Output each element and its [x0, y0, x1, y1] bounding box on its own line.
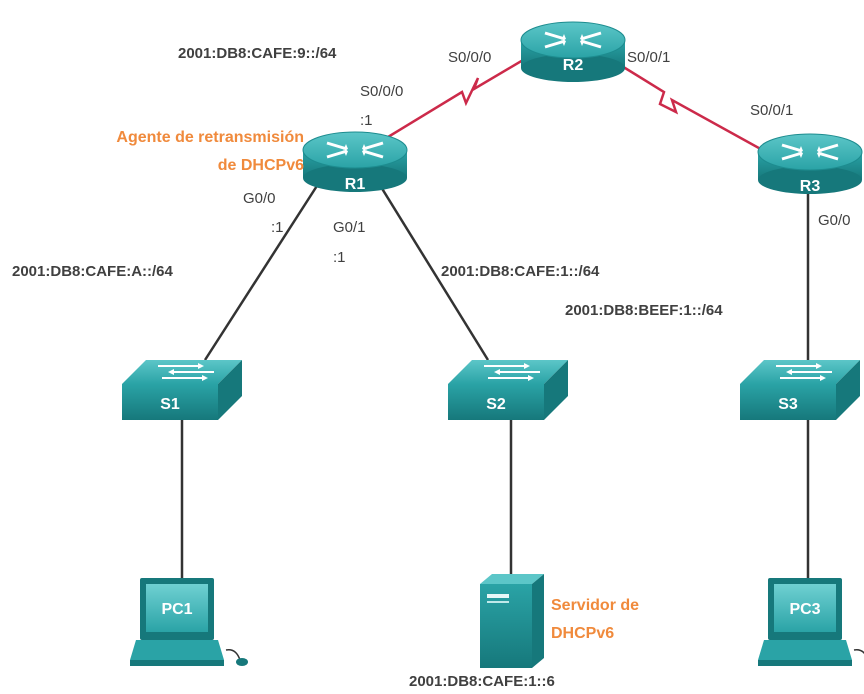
relay-agent-line2: de DHCPv6	[218, 157, 304, 174]
iface-r1-s000-host: :1	[360, 112, 373, 129]
pc-icon	[758, 578, 864, 666]
router-r1[interactable]: R1	[302, 131, 408, 193]
network-r3-s3: 2001:DB8:BEEF:1::/64	[565, 302, 723, 319]
iface-r2-s000: S0/0/0	[448, 49, 491, 66]
switch-s1[interactable]: S1	[122, 360, 242, 420]
iface-r1-g01-host: :1	[333, 249, 346, 266]
iface-r2-s001: S0/0/1	[627, 49, 670, 66]
serial-link-r2-r3	[611, 58, 767, 154]
router-icon	[520, 21, 626, 82]
network-r1-r2: 2001:DB8:CAFE:9::/64	[178, 45, 337, 62]
switch-label-s3: S3	[778, 396, 798, 413]
switch-icon	[740, 360, 860, 420]
labels: 2001:DB8:CAFE:9::/64 S0/0/0 S0/0/1 S0/0/…	[12, 45, 851, 690]
ethernet-link-r1-s1	[203, 177, 324, 361]
relay-agent-line1: Agente de retransmisión	[116, 129, 304, 146]
iface-r1-s000: S0/0/0	[360, 83, 403, 100]
dhcpv6-server[interactable]	[480, 574, 544, 668]
pc-label-pc3: PC3	[789, 601, 820, 618]
router-label-r2: R2	[563, 57, 584, 74]
switch-s3[interactable]: S3	[740, 360, 860, 420]
server-label-line1: Servidor de	[551, 597, 639, 614]
server-address: 2001:DB8:CAFE:1::6	[409, 673, 555, 690]
ethernet-link-r1-s2	[376, 181, 490, 361]
network-r1-s2: 2001:DB8:CAFE:1::/64	[441, 263, 600, 280]
serial-link-r1-r2	[387, 48, 541, 139]
router-r3[interactable]: R3	[757, 133, 863, 195]
iface-r3-g00: G0/0	[818, 212, 851, 229]
switch-icon	[448, 360, 568, 420]
server-label-line2: DHCPv6	[551, 625, 614, 642]
pc-icon	[130, 578, 248, 666]
switch-icon	[122, 360, 242, 420]
router-r2[interactable]: R2	[520, 21, 626, 82]
iface-r1-g00-host: :1	[271, 219, 284, 236]
network-r1-s1: 2001:DB8:CAFE:A::/64	[12, 263, 174, 280]
pc-pc3[interactable]: PC3	[758, 578, 864, 666]
router-icon	[302, 131, 408, 192]
switch-s2[interactable]: S2	[448, 360, 568, 420]
pc-label-pc1: PC1	[161, 601, 192, 618]
router-label-r3: R3	[800, 178, 821, 195]
iface-r1-g01: G0/1	[333, 219, 366, 236]
pc-pc1[interactable]: PC1	[130, 578, 248, 666]
router-label-r1: R1	[345, 176, 366, 193]
router-icon	[757, 133, 863, 194]
iface-r3-s001: S0/0/1	[750, 102, 793, 119]
iface-r1-g00: G0/0	[243, 190, 276, 207]
server-icon	[480, 574, 544, 668]
links	[180, 48, 810, 582]
switch-label-s2: S2	[486, 396, 506, 413]
switch-label-s1: S1	[160, 396, 180, 413]
